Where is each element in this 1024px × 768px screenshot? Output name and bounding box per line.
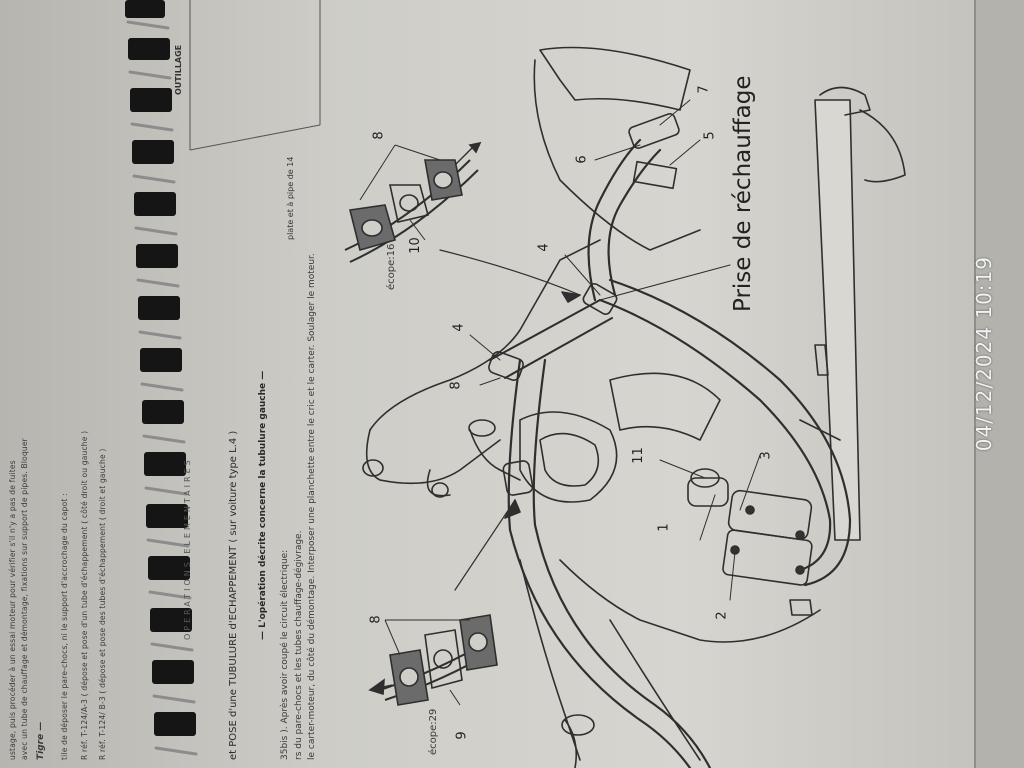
tool-column-header: OUTILLAGE (174, 44, 183, 95)
callout-8: 8 (368, 615, 384, 624)
callout-6: 6 (574, 155, 590, 164)
exploded-detail-upper (344, 141, 482, 263)
callout-10: 10 (407, 237, 423, 254)
page-title: et POSE d'une TUBULURE d'ECHAPPEMENT ( s… (228, 430, 239, 760)
callout-8: 8 (448, 381, 464, 390)
top-line: ustage, puis procéder à un essai moteur … (8, 460, 17, 760)
exhaust-diagram (362, 46, 906, 768)
callout-5: 5 (702, 131, 718, 140)
spiral-binding (125, 0, 198, 756)
ecope-label: écope:29 (428, 708, 439, 755)
diagram-label: Prise de réchauffage (730, 75, 756, 312)
callout-11: 11 (630, 447, 646, 464)
callout-2: 2 (714, 611, 730, 620)
callout-9: 9 (454, 731, 470, 740)
tool-column-rule (189, 124, 321, 151)
callout-3: 3 (758, 451, 774, 460)
body-line: 35bis ). Après avoir coupé le circuit él… (280, 549, 290, 760)
callout-8: 8 (371, 131, 387, 140)
top-line: R réf. T-124/ B-3 ( dépose et pose des t… (98, 448, 107, 760)
exploded-detail-lower (368, 614, 498, 706)
photo-timestamp: 04/12/2024 10:19 (972, 256, 996, 452)
callout-1: 1 (656, 523, 672, 532)
page-edge (975, 0, 1024, 768)
top-line: avec un tube de chauffage et démontage, … (20, 438, 29, 760)
top-line: Tigre — (36, 721, 46, 760)
callout-7: 7 (696, 85, 712, 94)
ecope-label: écope:16 (386, 243, 397, 290)
tool-note: plate et à pipe de 14 (286, 156, 295, 240)
body-line: le carter-moteur, du côté du démontage. … (307, 253, 317, 760)
callout-4: 4 (451, 323, 467, 332)
body-line: rs du pare-chocs et les tubes chauffage-… (294, 530, 304, 760)
section-header: OPERATIONS ELEMENTAIRES (183, 457, 192, 640)
callout-4: 4 (536, 243, 552, 252)
page-subtitle: — L'opération décrite concerne la tubulu… (258, 370, 268, 640)
top-line: tile de déposer le pare-chocs, ni le sup… (60, 493, 69, 760)
top-line: R réf. T-124/A-3 ( dépose et pose d'un t… (80, 430, 89, 760)
